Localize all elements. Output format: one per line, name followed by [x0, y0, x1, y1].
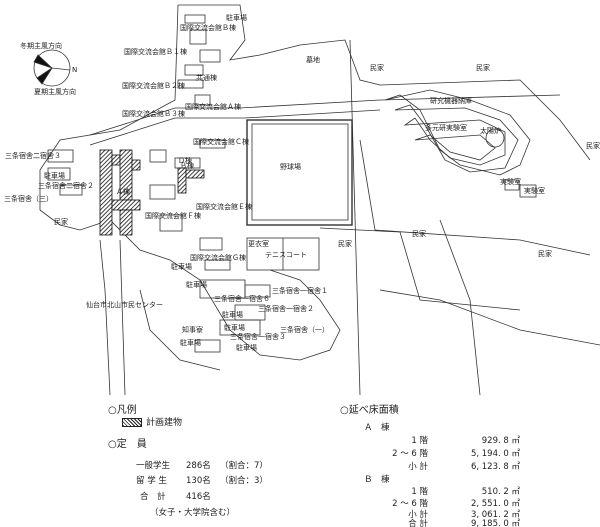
label-tennis: テニスコート	[265, 251, 307, 259]
capacity-title: ○定 員	[108, 439, 147, 450]
label-sanjo-3: 三条宿舎（三）	[4, 195, 53, 203]
floor-area-a-1-label: 2 ～ 6 階	[392, 449, 428, 459]
label-parking-m2: 駐車場	[186, 281, 207, 289]
floor-area-a-0-value: 929. 8 ㎡	[481, 436, 520, 446]
label-parking-b1: 駐車場	[222, 311, 243, 319]
label-sanjo-1a: 三条宿舎一宿舎１	[272, 287, 328, 295]
label-kokusai-b2: 国際交流会館Ｂ２棟	[122, 82, 185, 90]
label-sanjo-ichi: 三条宿舎（一）	[280, 326, 329, 334]
label-kokusai-c: 国際交流会館Ｃ棟	[193, 138, 249, 146]
label-kokusai-a: 国際交流会館Ａ棟	[185, 103, 241, 111]
label-minka-5: 民家	[412, 230, 426, 238]
international-houses	[149, 14, 231, 271]
legend-item: 計画建物	[146, 418, 183, 428]
hill-contours	[384, 89, 531, 176]
label-jikken-2: 実験室	[524, 187, 545, 195]
floor-area-b-1-label: 2 ～ 6 階	[392, 499, 428, 509]
label-minka-3: 民家	[586, 142, 600, 150]
main-road	[89, 94, 561, 136]
lower-dorms	[194, 279, 271, 353]
compass-icon	[33, 49, 71, 87]
floor-area-a-head: Ａ 棟	[364, 423, 390, 433]
site-map	[33, 4, 600, 395]
floor-area-b-2-label: 小 計	[408, 510, 428, 520]
label-bochi: 墓地	[306, 56, 320, 64]
floor-area-b-2-value: 3, 061. 2 ㎡	[470, 510, 520, 520]
site-boundary	[39, 4, 591, 361]
label-b-to: Ｂ棟	[180, 162, 194, 170]
label-parking-l: 駐車場	[44, 172, 65, 180]
label-center: 仙台市北山市民センター	[86, 301, 163, 309]
floor-area-b-3-value: 9, 185. 0 ㎡	[470, 519, 520, 527]
label-parking-top: 駐車場	[226, 14, 247, 22]
label-minka-4: 民家	[338, 240, 352, 248]
floor-area-b-3-label: 合 計	[408, 519, 428, 527]
label-parking-b2: 駐車場	[224, 324, 245, 332]
floor-area-title: ○延べ床面積	[340, 405, 399, 416]
capacity-section: ○定 員	[108, 438, 147, 451]
floor-area-b-0-label: 1 階	[411, 487, 428, 497]
floor-area-b-0-value: 510. 2 ㎡	[481, 487, 520, 497]
label-jikken-1: 実験室	[500, 178, 521, 186]
label-sanjo-2a: 三条宿舎二宿舎３	[5, 152, 61, 160]
label-sanjo-1b: 三条宿舎一宿舎６	[214, 295, 270, 303]
floor-area-a-1-value: 5, 194. 0 ㎡	[470, 449, 520, 459]
capacity-row-0-count: 286名	[186, 461, 211, 471]
label-parking-m1: 駐車場	[171, 263, 192, 271]
label-kokusai-b1: 国際交流会館Ｂ１棟	[124, 48, 187, 56]
capacity-note: （女子・大学院含む）	[150, 508, 236, 518]
label-kokusai-e: 国際交流会館Ｅ棟	[196, 203, 252, 211]
floor-area-a-2-label: 小 計	[408, 462, 428, 472]
planned-building-a	[99, 149, 141, 236]
floor-area-section: ○延べ床面積	[340, 404, 399, 417]
label-winter-wind: 冬期主風方向	[20, 42, 62, 50]
label-kokusai-b-top: 国際交流会館Ｂ棟	[180, 24, 236, 32]
label-a-to: Ａ棟	[116, 188, 130, 196]
label-north: N	[72, 66, 78, 74]
capacity-row-2-count: 416名	[186, 492, 211, 502]
planned-building-b	[177, 167, 205, 194]
label-tamoku: 多元研実験室	[425, 124, 467, 132]
label-chiji: 知事寮	[182, 326, 203, 334]
capacity-row-1-count: 130名	[186, 476, 211, 486]
capacity-row-0-label: 一般学生	[136, 461, 171, 471]
label-minka-6: 民家	[538, 250, 552, 258]
label-sanjo-1c: 三条宿舎一宿舎２	[258, 305, 314, 313]
label-kokusai-d: Ｄ棟	[178, 157, 192, 165]
label-parking-b4: 駐車場	[236, 344, 257, 352]
floor-area-b-head: Ｂ 棟	[364, 475, 390, 485]
capacity-row-0-ratio: （割合：7）	[220, 461, 268, 471]
label-kenkyu: 研究機器納庫	[430, 97, 472, 105]
label-sanjo-2b: 三条宿舎二宿舎２	[38, 182, 94, 190]
label-summer-wind: 夏期主風方向	[34, 88, 76, 96]
label-minka-1: 民家	[370, 64, 384, 72]
label-sanjo-1d: 三条宿舎一宿舎３	[230, 333, 286, 341]
label-kyotsu: 共通棟	[196, 74, 217, 82]
label-minka-2: 民家	[476, 64, 490, 72]
label-koui: 更衣室	[248, 240, 269, 248]
legend: ○凡例 計画建物	[108, 404, 182, 430]
label-kokusai-f: 国際交流会館Ｆ棟	[145, 212, 201, 220]
capacity-row-1-label: 留 学 生	[136, 476, 167, 486]
label-minka-l: 民家	[54, 218, 68, 226]
floor-area-b-1-value: 2, 551. 0 ㎡	[470, 499, 520, 509]
legend-title: ○凡例	[108, 405, 137, 416]
label-taiyoro: 太陽炉	[480, 127, 501, 135]
label-kokusai-b3: 国際交流会館Ｂ３棟	[122, 110, 185, 118]
planned-building-swatch	[122, 418, 142, 427]
floor-area-a-0-label: 1 階	[411, 436, 428, 446]
floor-area-a-2-value: 6, 123. 8 ㎡	[470, 462, 520, 472]
baseball-field	[246, 119, 353, 226]
label-yakyu: 野球場	[280, 163, 301, 171]
capacity-row-2-label: 合 計	[140, 492, 166, 502]
label-parking-b3: 駐車場	[180, 339, 201, 347]
planned-buildings	[99, 149, 205, 236]
capacity-row-1-ratio: （割合：3）	[220, 476, 268, 486]
label-kokusai-g: 国際交流会館Ｇ棟	[190, 254, 246, 262]
solar-furnace	[485, 128, 505, 148]
